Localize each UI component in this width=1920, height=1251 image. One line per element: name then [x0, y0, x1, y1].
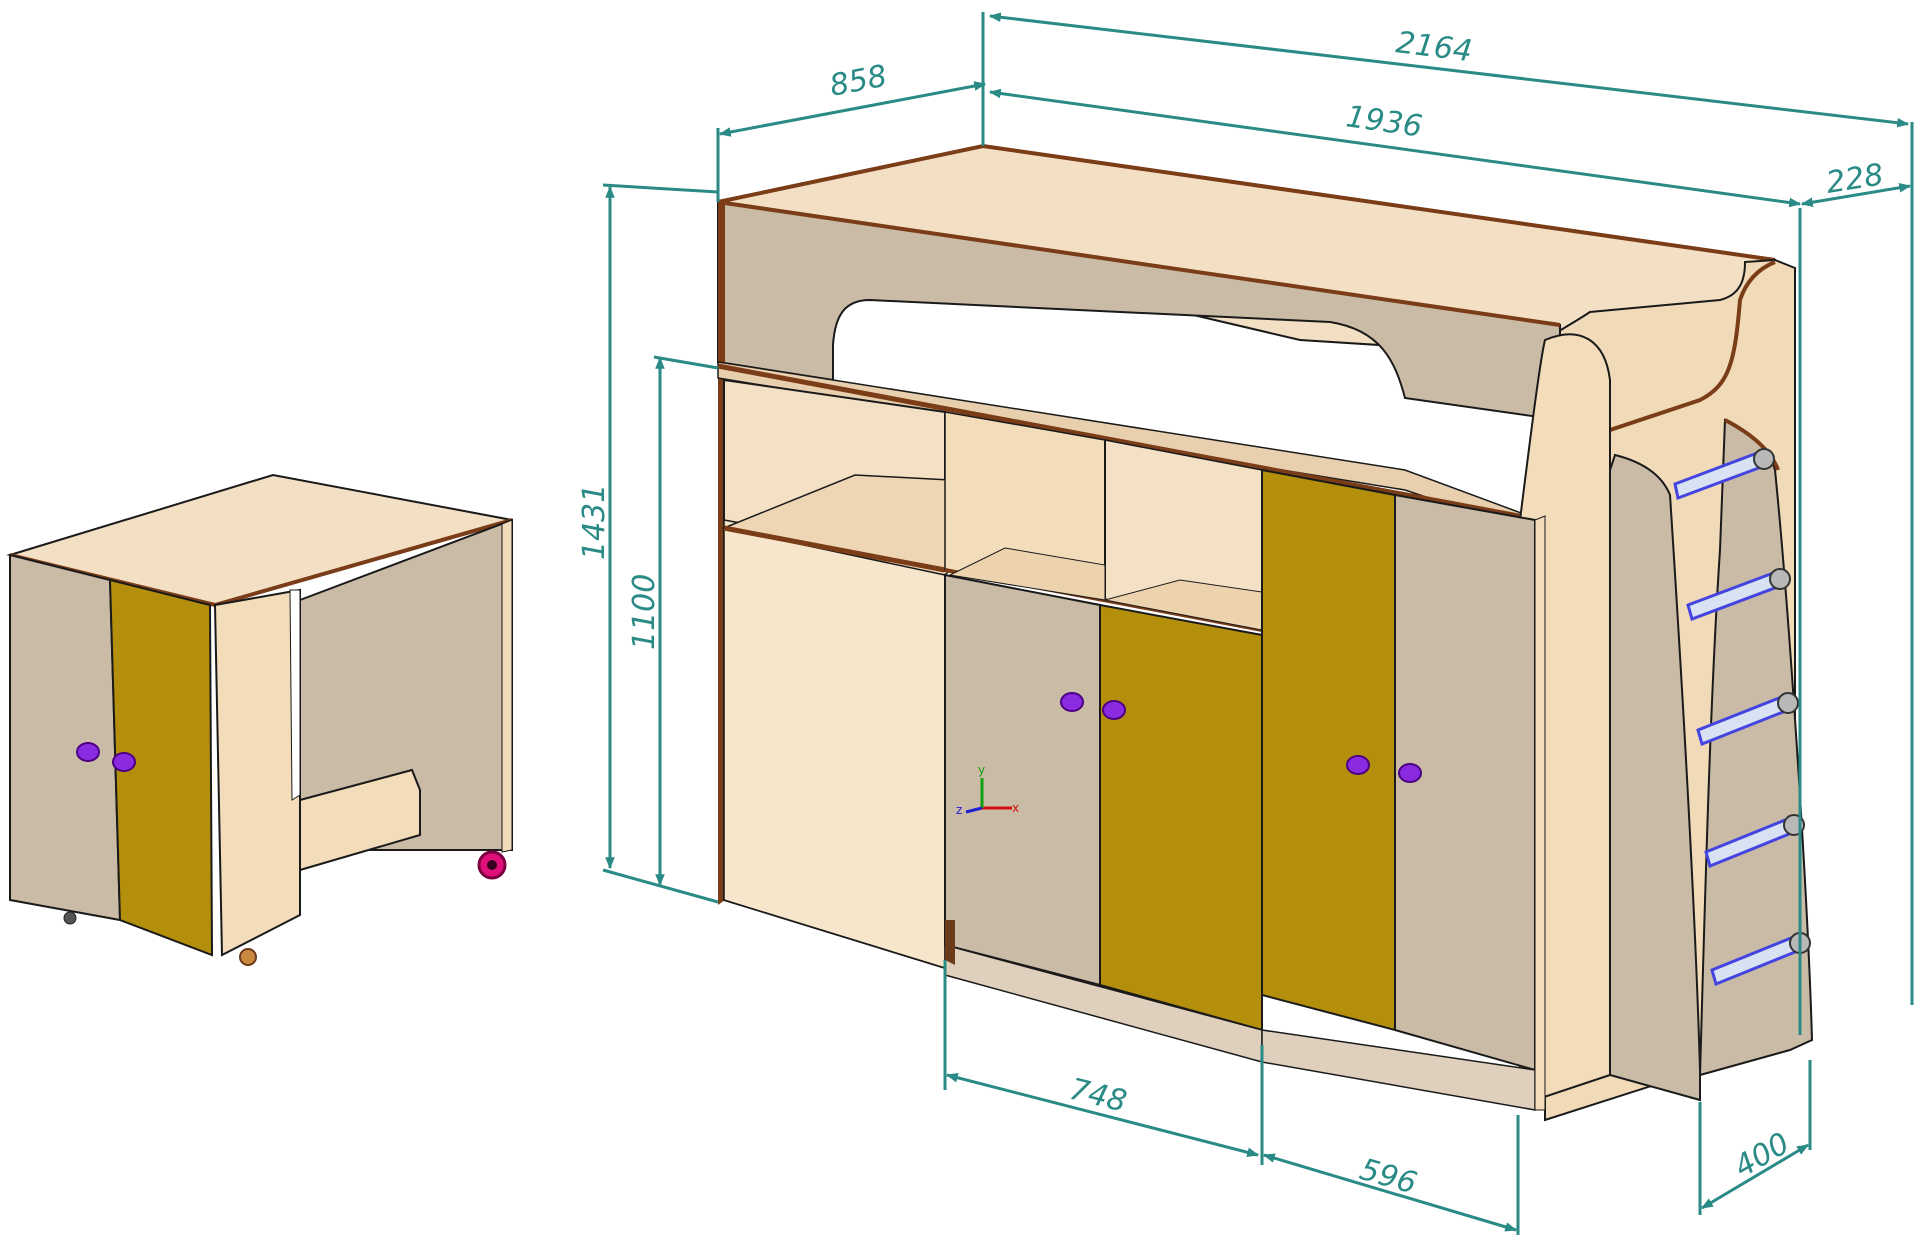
- cabinet-right-door[interactable]: [1099, 603, 1263, 1032]
- axis-x-label: x: [1012, 801, 1019, 815]
- dim-1936-line: [988, 88, 1802, 208]
- desk-mustard-door[interactable]: [108, 578, 214, 957]
- mid-inner-shelf: [948, 547, 1106, 601]
- xyz-axis-icon: x y z: [956, 763, 1019, 817]
- axis-y-label: y: [978, 763, 985, 777]
- dimension-lines: [602, 12, 1914, 1235]
- wardrobe-side: [1534, 515, 1546, 1111]
- castor-wheel-icon: [63, 911, 77, 925]
- bed-front-rail: [717, 200, 1561, 422]
- axis-z-label: z: [956, 803, 962, 817]
- desk-front-panel: [213, 588, 301, 957]
- dim-cabinet-width: 748: [1066, 1072, 1130, 1120]
- dim-ladder-depth: 400: [1729, 1126, 1796, 1185]
- desk-side-panel-edge: [501, 519, 513, 853]
- desk-back-panel: [723, 519, 946, 970]
- desk-opening: [289, 589, 301, 801]
- loft-bed: x y z: [717, 143, 1814, 1122]
- desk-shelf-edge: [723, 525, 946, 573]
- dim-total-height: 1431: [577, 484, 612, 560]
- knob-icon: [1060, 692, 1422, 783]
- bed-front-rail-top-edge: [717, 200, 1561, 327]
- dim-ladder-offset: 228: [1824, 157, 1886, 201]
- dim-400-line: [1700, 1143, 1810, 1210]
- wardrobe-right-door[interactable]: [1394, 493, 1536, 1072]
- ext-line: [602, 183, 719, 194]
- knob-icon[interactable]: [1398, 763, 1422, 783]
- wardrobe-left-door[interactable]: [1261, 468, 1396, 1032]
- ladder-stringer-inner: [1609, 453, 1701, 1102]
- dim-total-length: 2164: [1394, 25, 1474, 69]
- cabinet-foot: [945, 920, 955, 965]
- rung-cap: [1777, 692, 1799, 714]
- dim-bed-length: 1936: [1344, 99, 1424, 144]
- cabinet-left-door[interactable]: [944, 573, 1101, 987]
- castor-wheel-icon: [487, 860, 497, 870]
- ladder-stringer-edge: [1724, 418, 1780, 471]
- knob-icon[interactable]: [76, 742, 100, 762]
- castor-wheel-icon: [239, 948, 257, 966]
- dim-228-line: [1800, 183, 1912, 207]
- dim-748-line: [945, 1073, 1260, 1157]
- bed-underside-edge: [717, 363, 1541, 523]
- dim-depth: 858: [827, 59, 890, 104]
- desk-crossbar: [299, 768, 421, 872]
- dim-desk-height: 1100: [627, 574, 662, 650]
- knob-icon[interactable]: [1102, 700, 1126, 720]
- pull-out-desk: [6, 473, 513, 966]
- dim-596-line: [1262, 1153, 1518, 1232]
- ext-line: [653, 355, 719, 370]
- bed-end-cutout-edge: [1609, 260, 1776, 432]
- rung-caps: [1753, 448, 1811, 954]
- knob-icon[interactable]: [1346, 755, 1370, 775]
- knob-icon[interactable]: [112, 752, 136, 772]
- dim-wardrobe-width: 596: [1356, 1152, 1421, 1201]
- dim-858-line: [718, 81, 987, 137]
- rung-cap: [1769, 568, 1791, 590]
- rung-cap: [1753, 448, 1775, 470]
- knob-icon[interactable]: [1060, 692, 1084, 712]
- desk-grey-door[interactable]: [9, 553, 122, 922]
